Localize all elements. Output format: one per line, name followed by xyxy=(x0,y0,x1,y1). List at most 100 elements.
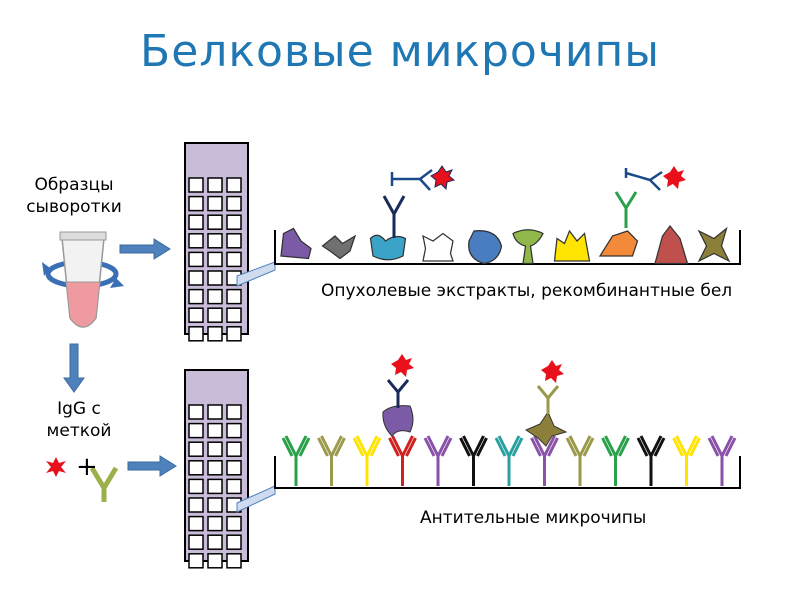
chip-well xyxy=(188,404,204,420)
chip-well xyxy=(188,195,204,212)
labeled-igg-label: IgG с меткой xyxy=(46,399,112,441)
protein-spot xyxy=(512,229,544,265)
chip-well xyxy=(188,478,204,495)
microarray-chip-top xyxy=(184,142,249,342)
chip-well xyxy=(226,553,242,569)
chip-well xyxy=(226,307,242,323)
antibody-spot xyxy=(352,435,382,486)
chip-well xyxy=(207,515,223,532)
top-array-label: Опухолевые экстракты, рекомбинантные бел xyxy=(321,281,733,301)
protein-spot xyxy=(321,234,357,260)
chip-well xyxy=(188,460,204,476)
chip-well xyxy=(188,441,204,457)
chip-well xyxy=(207,270,223,286)
antibody-spot xyxy=(565,435,595,486)
protein-spot xyxy=(553,229,591,262)
label-star-icon xyxy=(46,457,66,477)
antibody-spot xyxy=(494,435,524,486)
antibody-spot xyxy=(707,435,737,486)
chip-well xyxy=(207,251,223,268)
microarray-chip-bottom xyxy=(184,369,249,569)
arrow-down xyxy=(63,343,85,393)
arrow-right-top xyxy=(119,238,171,260)
protein-spot xyxy=(697,226,731,263)
captured-antigen-1 xyxy=(382,354,414,437)
chip-well xyxy=(226,326,242,342)
antibody-spot xyxy=(281,435,311,486)
arrow-right-bottom xyxy=(127,455,177,477)
chip-well xyxy=(226,515,242,532)
antibody-spot xyxy=(317,435,346,486)
slide-top xyxy=(274,230,741,265)
chip-well xyxy=(188,177,204,193)
chip-well xyxy=(226,177,242,193)
antibody-spot xyxy=(388,435,417,486)
chip-well xyxy=(226,233,242,249)
chip-well xyxy=(207,553,223,569)
chip-well xyxy=(207,404,223,420)
chip-well xyxy=(226,422,242,439)
chip-well xyxy=(226,214,242,230)
protein-spot xyxy=(280,227,312,260)
chip-well xyxy=(207,497,223,513)
chip-well xyxy=(207,214,223,230)
sample-tube-icon xyxy=(42,231,124,328)
slide-title: Белковые микрочипы xyxy=(140,26,660,77)
chip-well xyxy=(207,478,223,495)
chip-well xyxy=(207,195,223,212)
antibody-spot xyxy=(601,435,630,486)
slide-bottom xyxy=(274,456,741,489)
detection-antibody-1 xyxy=(382,165,456,238)
protein-spot xyxy=(422,232,454,262)
chip-well xyxy=(207,326,223,342)
chip-well xyxy=(207,460,223,476)
serum-samples-label: Образцы сыворотки xyxy=(26,175,122,217)
chip-well xyxy=(226,404,242,420)
captured-antigen-2 xyxy=(524,360,568,447)
chip-well xyxy=(226,534,242,550)
antibody-spots xyxy=(281,435,737,486)
chip-well xyxy=(226,251,242,268)
chip-well xyxy=(188,307,204,323)
chip-well xyxy=(188,553,204,569)
chip-well xyxy=(207,233,223,249)
protein-spot xyxy=(468,230,503,265)
chip-well xyxy=(188,422,204,439)
plus-sign: + xyxy=(76,452,98,482)
chip-well xyxy=(188,214,204,230)
chip-well xyxy=(226,478,242,495)
zoom-wedge-top xyxy=(236,261,276,287)
chip-well xyxy=(207,534,223,550)
chip-well xyxy=(226,441,242,457)
chip-well xyxy=(188,288,204,305)
protein-spot xyxy=(598,230,639,257)
antibody-spot xyxy=(672,435,701,486)
chip-well xyxy=(207,441,223,457)
protein-spot xyxy=(369,234,407,261)
chip-well xyxy=(207,422,223,439)
chip-well xyxy=(226,195,242,212)
protein-spots xyxy=(280,224,731,265)
antibody-spot xyxy=(423,435,453,486)
chip-well xyxy=(226,288,242,305)
chip-well xyxy=(188,233,204,249)
chip-well xyxy=(207,307,223,323)
detection-antibody-2 xyxy=(614,166,686,228)
antibody-spot xyxy=(459,435,488,486)
zoom-wedge-bottom xyxy=(236,485,276,513)
chip-well xyxy=(226,460,242,476)
chip-well xyxy=(188,326,204,342)
chip-well xyxy=(188,497,204,513)
igg-antibody-icon xyxy=(89,466,119,502)
chip-well xyxy=(207,288,223,305)
chip-well xyxy=(188,251,204,268)
chip-well xyxy=(188,270,204,286)
protein-spot xyxy=(654,224,689,265)
chip-well xyxy=(188,515,204,532)
chip-well xyxy=(207,177,223,193)
bottom-array-label: Антительные микрочипы xyxy=(420,508,647,528)
antibody-spot xyxy=(530,435,559,486)
antibody-spot xyxy=(636,435,666,486)
chip-well xyxy=(188,534,204,550)
